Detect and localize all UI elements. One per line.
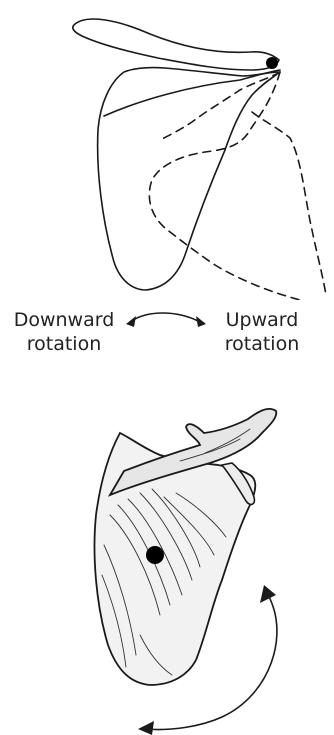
pivot-point-dot [266,57,278,69]
pivot-point-dot [146,546,164,564]
scapula-rotated-outline [149,72,300,300]
rotation-direction-arrow [122,306,212,336]
upward-rotation-label: Upward rotation [212,308,312,356]
downward-label-line-2: rotation [6,332,122,356]
scapula-rotated-outline-border [252,112,326,295]
arc-arrowhead-up [260,585,276,603]
scapula-outline-drawing [0,0,334,300]
scapula-resting-outline [98,68,280,290]
arc-arrowhead-down [138,721,154,735]
clavicle-outline [73,19,279,70]
upward-label-line-1: Upward [212,308,312,332]
upward-label-line-2: rotation [212,332,312,356]
downward-label-line-1: Downward [6,308,122,332]
downward-rotation-label: Downward rotation [6,308,122,356]
scapula-shaded-drawing [0,405,334,735]
